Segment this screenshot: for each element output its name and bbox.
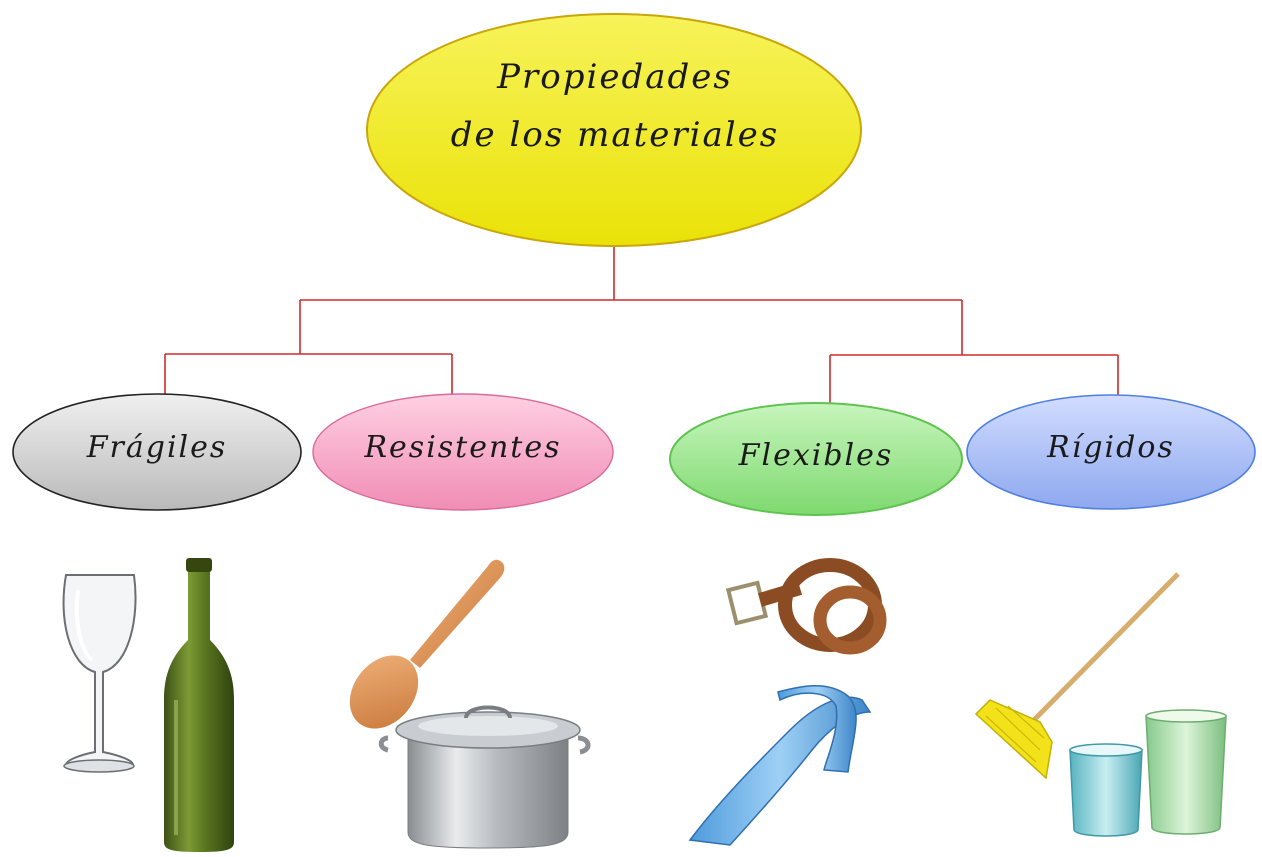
node-resistentes <box>312 393 614 511</box>
label-fragiles: Frágiles <box>86 430 228 465</box>
connector-lines <box>164 246 1119 404</box>
node-rigidos <box>966 394 1256 510</box>
drinking-glasses-illustration <box>1069 709 1227 837</box>
node-flexibles <box>669 402 963 516</box>
broom-illustration <box>974 572 1180 780</box>
leather-belt-illustration <box>725 558 887 655</box>
node-fragiles <box>12 393 302 511</box>
label-rigidos: Rígidos <box>1047 430 1175 465</box>
wooden-spoon-illustration <box>349 559 505 729</box>
wine-glass-illustration <box>62 574 137 773</box>
cooking-pot-illustration <box>378 705 591 849</box>
root-node <box>366 13 862 247</box>
label-resistentes: Resistentes <box>364 430 562 465</box>
root-title-line1: Propiedades <box>497 57 733 97</box>
label-flexibles: Flexibles <box>738 438 894 473</box>
root-title: Propiedades de los materiales <box>368 48 862 164</box>
wine-bottle-illustration <box>164 558 234 852</box>
flexible-ruler-illustration <box>688 685 872 846</box>
root-title-line2: de los materiales <box>450 115 780 155</box>
